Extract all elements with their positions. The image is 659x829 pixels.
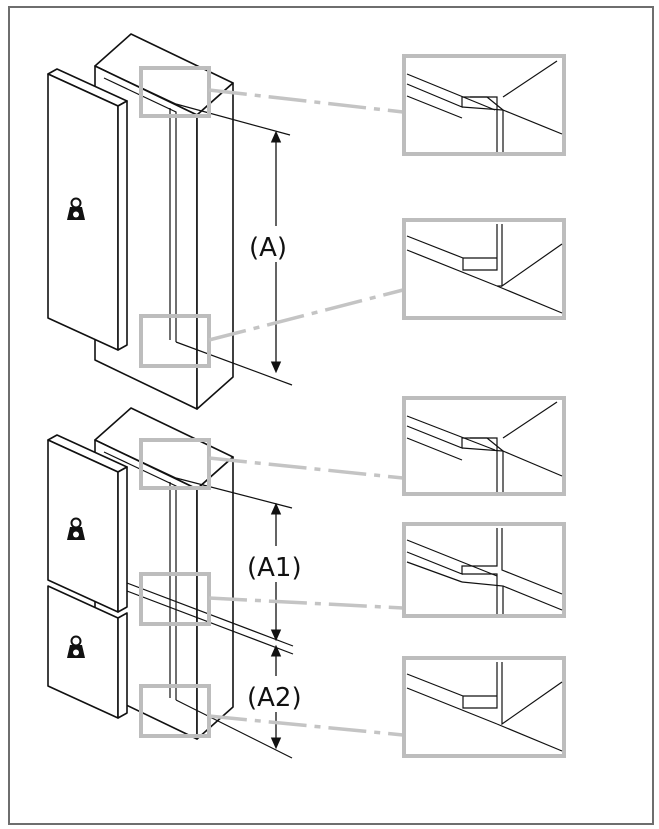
leader-line xyxy=(208,288,404,342)
leader-line xyxy=(208,714,404,737)
single-door-appliance: (A) xyxy=(47,33,304,410)
callout-box-bottom-hinge xyxy=(139,684,211,738)
dimension-label-a1: (A1) xyxy=(247,553,302,583)
leader-line xyxy=(208,88,404,114)
detail-view-bottom-hinge xyxy=(402,218,566,320)
leader-line xyxy=(208,596,404,610)
detail-view-top-hinge xyxy=(402,54,566,156)
dimension-label-a: (A) xyxy=(249,233,287,263)
detail-view-middle-hinge xyxy=(402,522,566,618)
leader-line xyxy=(208,456,404,480)
callout-box-top-hinge xyxy=(139,438,211,490)
detail-view-bottom-hinge xyxy=(402,656,566,758)
callout-box-bottom-hinge xyxy=(139,314,211,368)
dimension-label-a2: (A2) xyxy=(247,683,302,713)
detail-view-top-hinge xyxy=(402,396,566,496)
two-door-appliance: (A1) (A2) xyxy=(47,407,320,759)
callout-box-top-hinge xyxy=(139,66,211,118)
